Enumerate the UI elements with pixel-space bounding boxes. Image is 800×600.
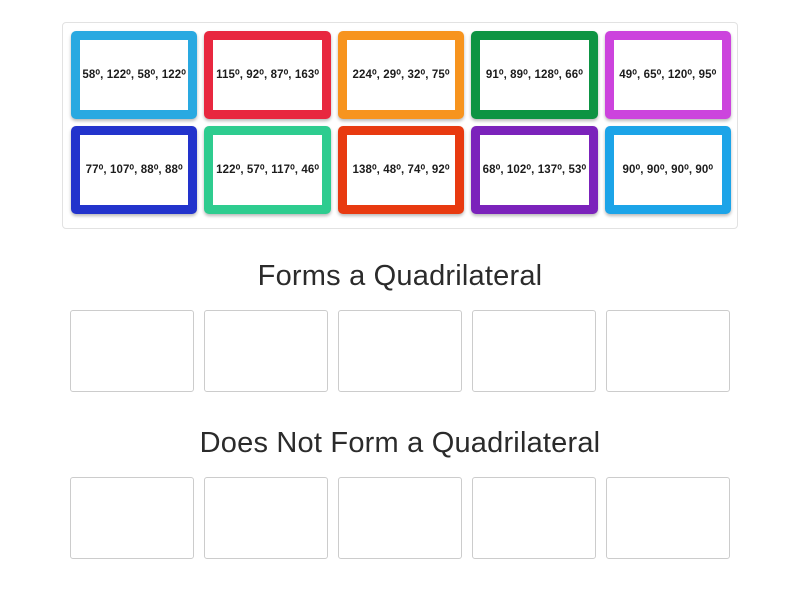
drop-slot[interactable] [204,477,328,559]
draggable-tile[interactable]: 115⁰, 92⁰, 87⁰, 163⁰ [204,31,331,119]
dropzone-row-does-not-form [62,477,738,559]
category-heading-forms: Forms a Quadrilateral [257,260,543,292]
draggable-tile[interactable]: 138⁰, 48⁰, 74⁰, 92⁰ [337,126,465,214]
drop-slot[interactable] [472,310,596,392]
drop-slot[interactable] [338,477,462,559]
tile-label: 122⁰, 57⁰, 117⁰, 46⁰ [216,163,320,176]
draggable-tile[interactable]: 77⁰, 107⁰, 88⁰, 88⁰ [71,126,198,214]
draggable-tile[interactable]: 68⁰, 102⁰, 137⁰, 53⁰ [471,126,598,214]
angle-set-tile-tray: 58⁰, 122⁰, 58⁰, 122⁰ 115⁰, 92⁰, 87⁰, 163… [62,22,738,229]
draggable-tile[interactable]: 49⁰, 65⁰, 120⁰, 95⁰ [604,31,732,119]
drop-slot[interactable] [606,477,730,559]
tile-label: 115⁰, 92⁰, 87⁰, 163⁰ [216,68,320,81]
category-heading-does-not-form: Does Not Form a Quadrilateral [199,427,601,459]
tile-tray-row-1: 58⁰, 122⁰, 58⁰, 122⁰ 115⁰, 92⁰, 87⁰, 163… [69,31,732,119]
drop-slot[interactable] [338,310,462,392]
tile-label: 58⁰, 122⁰, 58⁰, 122⁰ [82,68,186,81]
drop-slot[interactable] [70,310,194,392]
tile-label: 91⁰, 89⁰, 128⁰, 66⁰ [485,68,583,81]
tile-label: 224⁰, 29⁰, 32⁰, 75⁰ [352,68,450,81]
tile-label: 49⁰, 65⁰, 120⁰, 95⁰ [619,68,717,81]
tile-label: 138⁰, 48⁰, 74⁰, 92⁰ [352,163,450,176]
drop-slot[interactable] [606,310,730,392]
draggable-tile[interactable]: 122⁰, 57⁰, 117⁰, 46⁰ [204,126,331,214]
tile-label: 90⁰, 90⁰, 90⁰, 90⁰ [622,163,714,176]
drop-slot[interactable] [204,310,328,392]
dropzone-row-forms [62,310,738,392]
draggable-tile[interactable]: 224⁰, 29⁰, 32⁰, 75⁰ [337,31,465,119]
tile-label: 68⁰, 102⁰, 137⁰, 53⁰ [482,163,587,176]
draggable-tile[interactable]: 58⁰, 122⁰, 58⁰, 122⁰ [71,31,198,119]
drop-slot[interactable] [472,477,596,559]
tile-label: 77⁰, 107⁰, 88⁰, 88⁰ [85,163,183,176]
draggable-tile[interactable]: 90⁰, 90⁰, 90⁰, 90⁰ [604,126,732,214]
draggable-tile[interactable]: 91⁰, 89⁰, 128⁰, 66⁰ [471,31,598,119]
drop-slot[interactable] [70,477,194,559]
tile-tray-row-2: 77⁰, 107⁰, 88⁰, 88⁰ 122⁰, 57⁰, 117⁰, 46⁰… [69,126,732,214]
